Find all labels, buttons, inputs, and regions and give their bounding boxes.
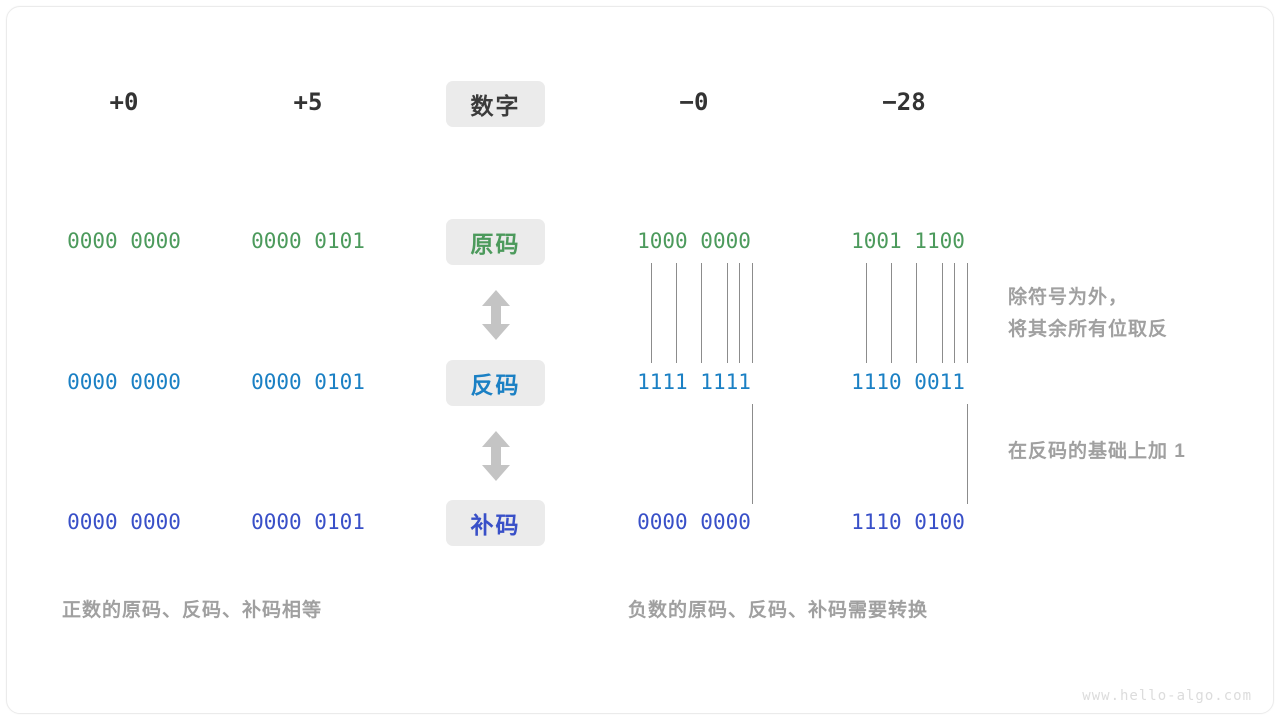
bits-twos-complement-minus-twentyeight: 1110 0100: [851, 510, 965, 534]
row-badge-twos-complement: 补码: [446, 500, 545, 546]
connector-line: [916, 263, 917, 363]
bits-true-form-plus-five: 0000 0101: [251, 229, 365, 253]
site-watermark: www.hello-algo.com: [1082, 688, 1252, 704]
connector-line: [752, 404, 753, 504]
connector-line: [891, 263, 892, 363]
row-badge-true-form: 原码: [446, 219, 545, 265]
column-header-minus-zero: −0: [679, 88, 709, 116]
connector-line: [866, 263, 867, 363]
connector-line: [701, 263, 702, 363]
caption-negative-numbers: 负数的原码、反码、补码需要转换: [628, 600, 929, 621]
bits-twos-complement-plus-five: 0000 0101: [251, 510, 365, 534]
diagram-frame: [6, 6, 1274, 714]
bits-ones-complement-minus-zero: 1111 1111: [637, 370, 751, 394]
connector-line: [752, 263, 753, 363]
connector-line: [739, 263, 740, 363]
column-header-plus-zero: +0: [109, 88, 139, 116]
row-badge-number: 数字: [446, 81, 545, 127]
double-arrow-ones-to-twos-icon: [479, 430, 513, 487]
connector-line: [942, 263, 943, 363]
bits-twos-complement-plus-zero: 0000 0000: [67, 510, 181, 534]
bits-true-form-minus-twentyeight: 1001 1100: [851, 229, 965, 253]
double-arrow-true-to-ones-icon: [479, 289, 513, 346]
annotation-add-one: 在反码的基础上加 1: [1008, 441, 1186, 462]
annotation-invert-bits: 除符号为外， 将其余所有位取反: [1008, 287, 1169, 340]
bits-true-form-minus-zero: 1000 0000: [637, 229, 751, 253]
column-header-plus-five: +5: [293, 88, 323, 116]
connector-line: [727, 263, 728, 363]
bits-true-form-plus-zero: 0000 0000: [67, 229, 181, 253]
connector-line: [676, 263, 677, 363]
bits-ones-complement-plus-five: 0000 0101: [251, 370, 365, 394]
row-badge-ones-complement: 反码: [446, 360, 545, 406]
caption-positive-numbers: 正数的原码、反码、补码相等: [62, 600, 323, 621]
connector-line: [954, 263, 955, 363]
column-header-minus-twentyeight: −28: [882, 88, 926, 116]
bits-ones-complement-minus-twentyeight: 1110 0011: [851, 370, 965, 394]
connector-line: [967, 404, 968, 504]
connector-line: [651, 263, 652, 363]
bits-twos-complement-minus-zero: 0000 0000: [637, 510, 751, 534]
connector-line: [967, 263, 968, 363]
bits-ones-complement-plus-zero: 0000 0000: [67, 370, 181, 394]
